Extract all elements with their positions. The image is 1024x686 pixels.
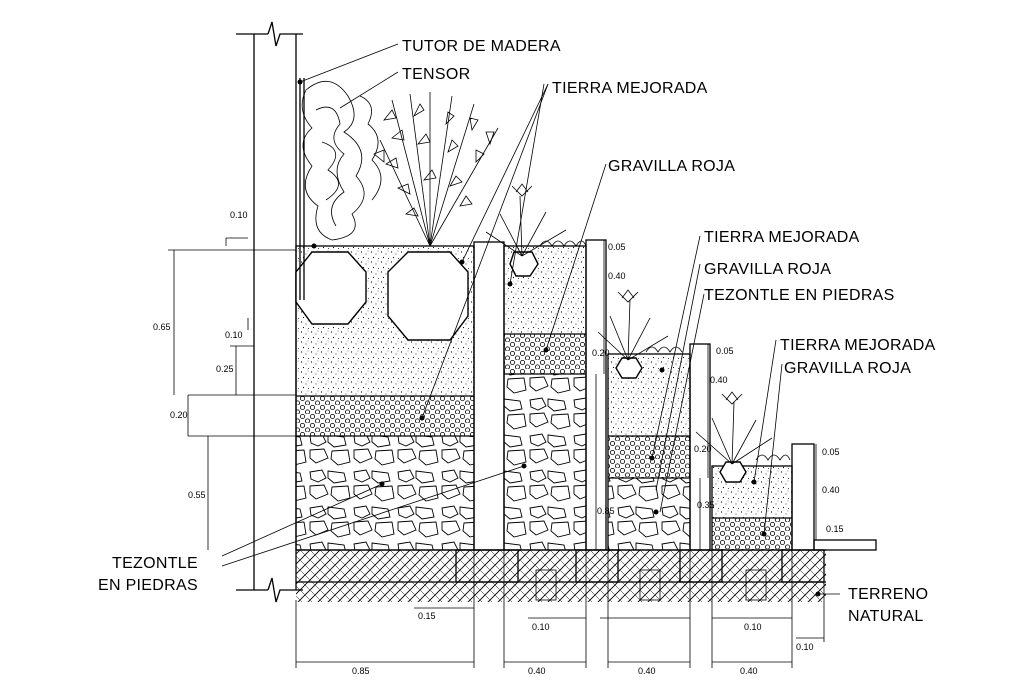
dim-010-top: 0.10 <box>230 210 248 220</box>
root-ball-4 <box>615 357 643 379</box>
label-tezontle-en-piedras-right: TEZONTLE EN PIEDRAS <box>704 287 895 304</box>
natural-ground <box>296 549 826 602</box>
dim-085-bottom: 0.85 <box>352 666 370 676</box>
dimension-lines <box>168 237 825 668</box>
label-tierra-mejorada-1: TIERRA MEJORADA <box>552 80 708 97</box>
dim-040-c: 0.40 <box>822 485 840 495</box>
dim-085-a: 0.85 <box>597 506 615 516</box>
dim-010-b2: 0.10 <box>744 622 762 632</box>
left-wall <box>188 21 303 603</box>
dim-035: 0.35 <box>697 500 715 510</box>
dim-005-a: 0.05 <box>608 242 626 252</box>
leader-dots <box>297 79 821 597</box>
label-tutor-de-madera: TUTOR DE MADERA <box>402 38 561 55</box>
label-en-piedras: EN PIEDRAS <box>98 577 198 594</box>
dim-015-bottom: 0.15 <box>418 611 436 621</box>
callout-labels: TUTOR DE MADERA TENSOR TIERRA MEJORADA G… <box>98 38 936 625</box>
bed-4 <box>711 443 877 551</box>
root-ball-3 <box>509 251 539 277</box>
dim-020-left: 0.20 <box>170 410 188 420</box>
bed-3 <box>607 343 711 551</box>
root-ball-2 <box>387 251 469 341</box>
small-plants <box>485 183 791 465</box>
dim-005-c: 0.05 <box>822 447 840 457</box>
label-tezontle: TEZONTLE <box>112 555 198 572</box>
label-gravilla-roja-2: GRAVILLA ROJA <box>704 261 831 278</box>
dim-055: 0.55 <box>188 490 206 500</box>
label-tierra-mejorada-3: TIERRA MEJORADA <box>780 337 936 354</box>
dim-005-b: 0.05 <box>716 346 734 356</box>
dim-015-c: 0.15 <box>826 524 844 534</box>
leader-lines <box>221 43 840 595</box>
shrub <box>373 92 499 247</box>
dim-040-bottom-1: 0.40 <box>528 666 546 676</box>
root-ball-5 <box>719 461 747 483</box>
label-natural: NATURAL <box>848 608 924 625</box>
dim-065: 0.65 <box>153 322 171 332</box>
dim-010-mid: 0.10 <box>225 330 243 340</box>
label-terreno: TERRENO <box>848 586 928 603</box>
dim-040-bottom-3: 0.40 <box>740 666 758 676</box>
bed-1 <box>295 78 475 551</box>
dimension-values: 0.10 0.65 0.10 0.25 0.20 0.55 0.05 0.40 … <box>153 210 844 676</box>
dim-020-a: 0.20 <box>592 348 610 358</box>
label-tierra-mejorada-2: TIERRA MEJORADA <box>704 229 860 246</box>
dim-010-b3: 0.10 <box>796 642 814 652</box>
label-tensor: TENSOR <box>402 66 470 83</box>
dim-040-bottom-2: 0.40 <box>638 666 656 676</box>
dim-040-a: 0.40 <box>608 271 626 281</box>
label-gravilla-roja-3: GRAVILLA ROJA <box>784 360 911 377</box>
root-ball-1 <box>295 251 367 325</box>
wall-2 <box>473 241 505 551</box>
dim-020-b: 0.20 <box>694 444 712 454</box>
label-gravilla-roja-1: GRAVILLA ROJA <box>608 158 735 175</box>
dim-040-b: 0.40 <box>710 375 728 385</box>
dim-025: 0.25 <box>216 364 234 374</box>
climbing-plant <box>301 81 382 241</box>
dim-010-b1: 0.10 <box>532 622 550 632</box>
bed-2 <box>503 239 607 551</box>
